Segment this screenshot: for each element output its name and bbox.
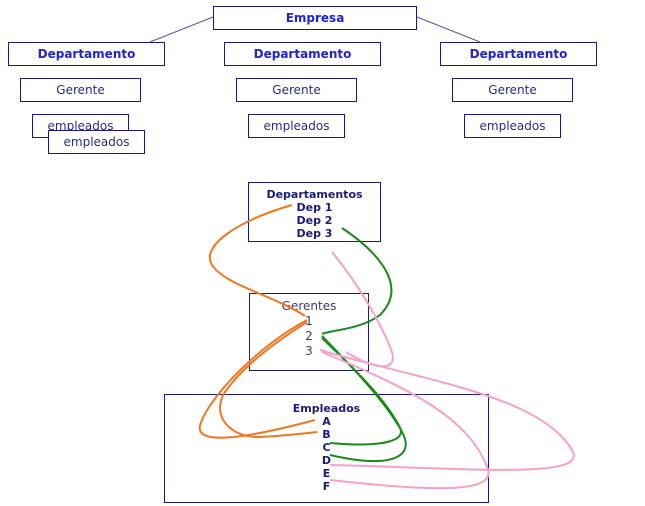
manager-box: Gerente [236, 78, 357, 102]
employees-box: empleados [48, 130, 145, 154]
gerentes-item: 1 [305, 314, 313, 328]
company-box: Empresa [213, 6, 417, 30]
empleados-item: B [322, 428, 331, 441]
manager-box: Gerente [20, 78, 141, 102]
empleados-item: F [322, 480, 331, 493]
departamentos-item: Dep 1 [296, 201, 333, 214]
gerentes-item: 3 [305, 344, 313, 358]
empleados-item: D [321, 454, 332, 467]
employees-label: empleados [63, 135, 130, 149]
department-box: Departamento [440, 42, 597, 66]
gerentes-title: Gerentes [281, 299, 337, 313]
departamentos-item: Dep 3 [296, 227, 333, 240]
department-box: Departamento [8, 42, 165, 66]
empleados-title: Empleados [292, 402, 361, 415]
manager-label: Gerente [272, 83, 321, 97]
gerentes-item: 2 [305, 329, 313, 343]
manager-label: Gerente [488, 83, 537, 97]
department-box: Departamento [224, 42, 381, 66]
empleados-item: E [322, 467, 331, 480]
manager-box: Gerente [452, 78, 573, 102]
employees-label: empleados [263, 119, 330, 133]
connector-line [416, 16, 481, 43]
departamentos-title: Departamentos [266, 188, 363, 201]
department-label: Departamento [253, 47, 352, 61]
departamentos-item: Dep 2 [296, 214, 333, 227]
department-label: Departamento [469, 47, 568, 61]
employees-label: empleados [47, 119, 114, 133]
empleados-item: A [322, 415, 331, 428]
employees-box: empleados [248, 114, 345, 138]
employees-label: empleados [479, 119, 546, 133]
connector-line [149, 16, 214, 43]
company-label: Empresa [285, 11, 345, 25]
employees-box: empleados [464, 114, 561, 138]
empleados-item: C [322, 441, 331, 454]
manager-label: Gerente [56, 83, 105, 97]
department-label: Departamento [37, 47, 136, 61]
